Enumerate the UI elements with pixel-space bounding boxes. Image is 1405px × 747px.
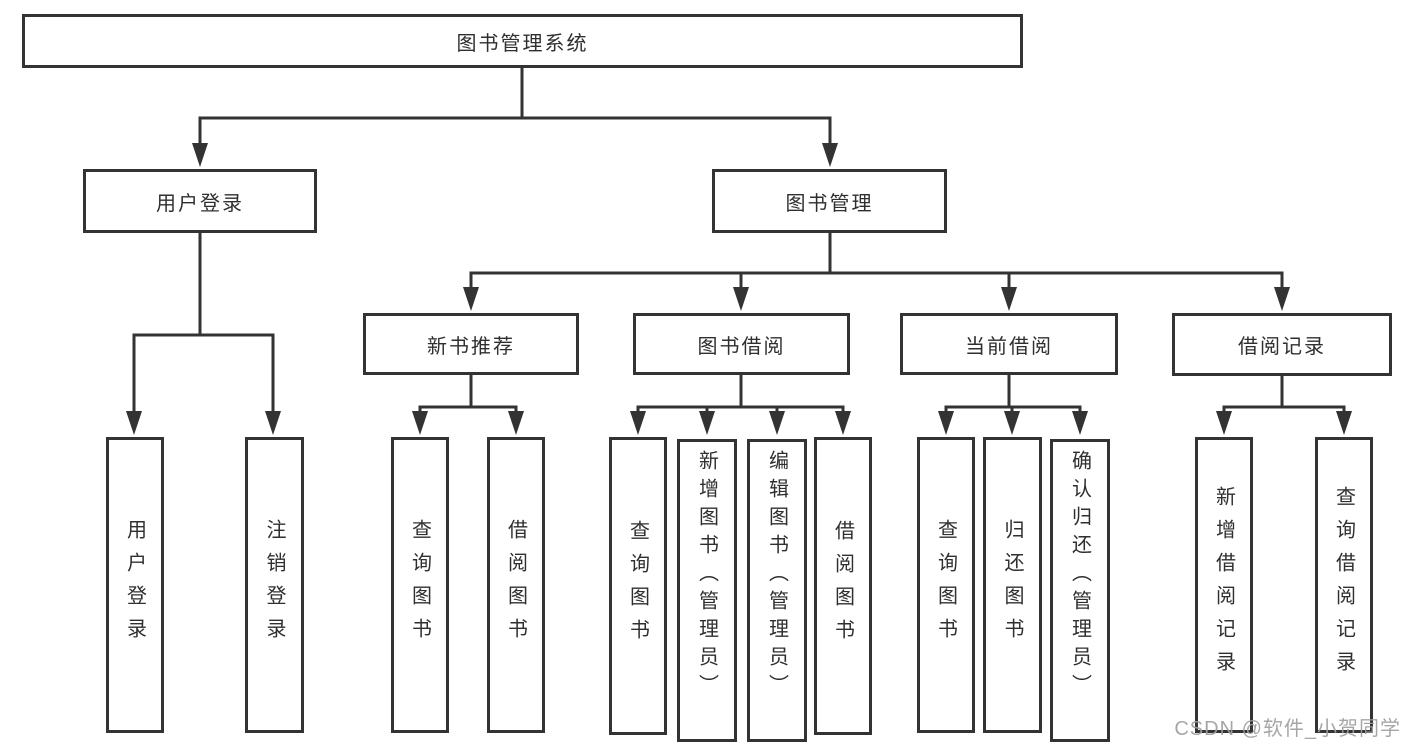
leaf-edit-book-admin: 编辑图书（管理员） (747, 439, 807, 742)
leaf-add-book-admin: 新增图书（管理员） (677, 439, 737, 742)
leaf-query-books-2: 查询图书 (609, 437, 667, 735)
arrowhead (938, 411, 954, 435)
edge-root-to-level2 (198, 66, 832, 146)
node-book-management: 图书管理 (712, 169, 947, 233)
arrowhead (508, 411, 524, 435)
arrowhead (463, 287, 479, 311)
leaf-confirm-return-admin: 确认归还（管理员） (1050, 439, 1110, 742)
csdn-watermark: CSDN @软件_小贺同学 (1174, 718, 1401, 740)
node-current-borrow: 当前借阅 (900, 313, 1118, 375)
arrowhead (126, 411, 142, 435)
arrowhead (1004, 411, 1020, 435)
node-book-borrow: 图书借阅 (633, 313, 850, 375)
arrowhead (835, 411, 851, 435)
edge-userlogin-to-leaves (132, 231, 275, 414)
edge-bookborrow-to-leaves (636, 373, 845, 414)
leaf-query-borrow-record: 查询借阅记录 (1315, 437, 1373, 733)
leaf-logout: 注销登录 (245, 437, 304, 733)
node-borrow-records: 借阅记录 (1172, 313, 1392, 376)
leaf-query-books-3: 查询图书 (917, 437, 975, 733)
arrowhead (192, 143, 208, 167)
leaf-query-books-1: 查询图书 (391, 437, 449, 733)
leaf-return-book: 归还图书 (983, 437, 1042, 733)
arrowhead (412, 411, 428, 435)
node-root-system: 图书管理系统 (22, 14, 1023, 68)
arrowhead (1001, 287, 1017, 311)
arrowhead (1274, 287, 1290, 311)
arrowhead (769, 411, 785, 435)
leaf-borrow-books-2: 借阅图书 (814, 437, 872, 735)
arrowhead (265, 411, 281, 435)
node-user-login-group: 用户登录 (83, 169, 317, 233)
arrowhead (733, 287, 749, 311)
edge-borrowrecords-to-leaves (1222, 374, 1346, 414)
arrowhead (1072, 411, 1088, 435)
edge-currentborrow-to-leaves (944, 373, 1082, 414)
arrowhead (1336, 411, 1352, 435)
arrowhead (699, 411, 715, 435)
arrowhead (630, 411, 646, 435)
arrowhead (822, 143, 838, 167)
leaf-user-login: 用户登录 (106, 437, 164, 733)
node-new-book-recommend: 新书推荐 (363, 313, 579, 375)
edge-newbookrec-to-leaves (418, 373, 518, 414)
edge-bookmgmt-to-level3 (469, 231, 1284, 290)
leaf-add-borrow-record: 新增借阅记录 (1195, 437, 1253, 733)
arrowhead (1216, 411, 1232, 435)
leaf-borrow-books-1: 借阅图书 (487, 437, 545, 733)
